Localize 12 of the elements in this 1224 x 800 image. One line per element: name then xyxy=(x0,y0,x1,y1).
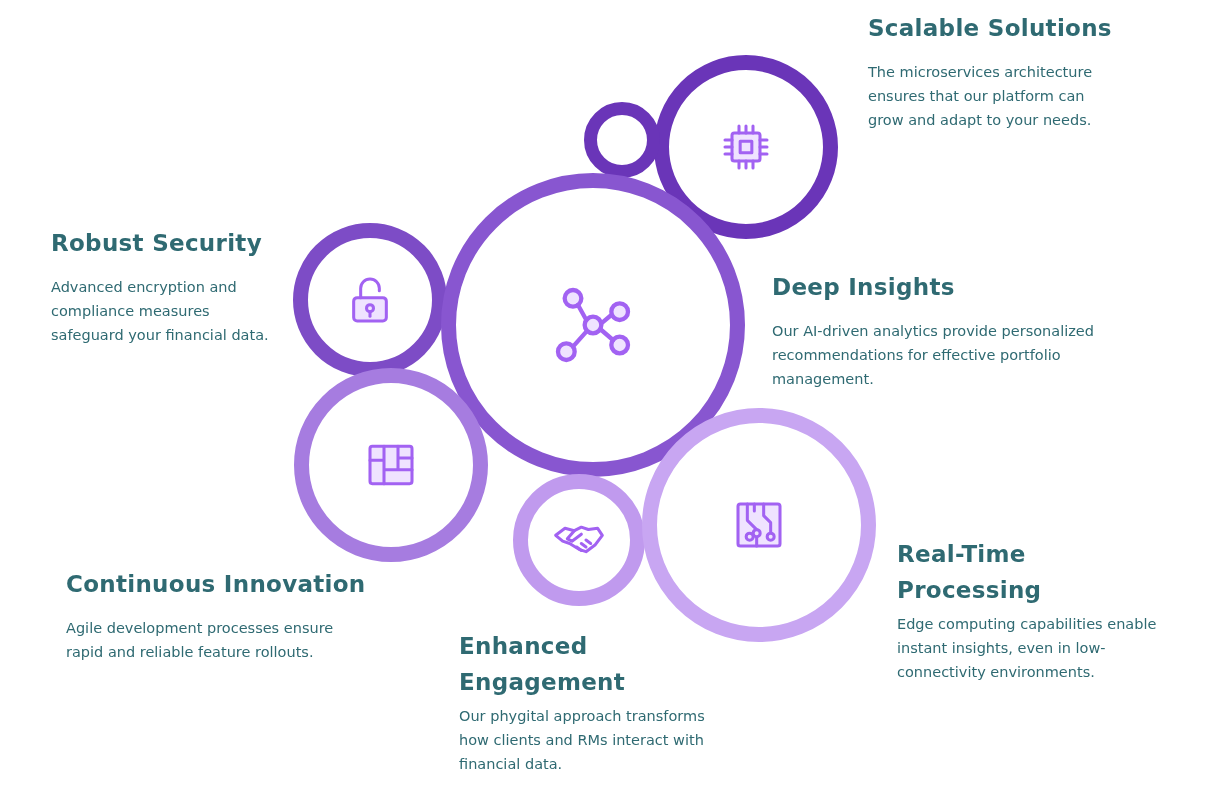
heading: Robust Security xyxy=(51,229,263,258)
heading: Deep Insights xyxy=(772,273,956,302)
description: Our phygital approach transforms how clients and RMs interact with financial data. xyxy=(459,707,706,774)
heading: Enhanced Engagement xyxy=(459,632,627,697)
description: Advanced encryption and compliance measures safeguard your financial data. xyxy=(51,278,270,345)
heading: Continuous Innovation xyxy=(66,570,367,599)
heading: Scalable Solutions xyxy=(868,14,1113,43)
heading: Real-Time Processing xyxy=(897,540,1043,605)
description: The microservices architecture ensures that our platform can grow and adapt to your needs. xyxy=(868,63,1094,130)
description: Our AI-driven analytics provide personalized recommendations for effective portfolio management. xyxy=(772,322,1095,389)
description: Agile development processes ensure rapid and reliable feature rollouts. xyxy=(66,619,335,662)
description: Edge computing capabilities enable instant insights, even in low-connectivity environments. xyxy=(897,615,1158,682)
